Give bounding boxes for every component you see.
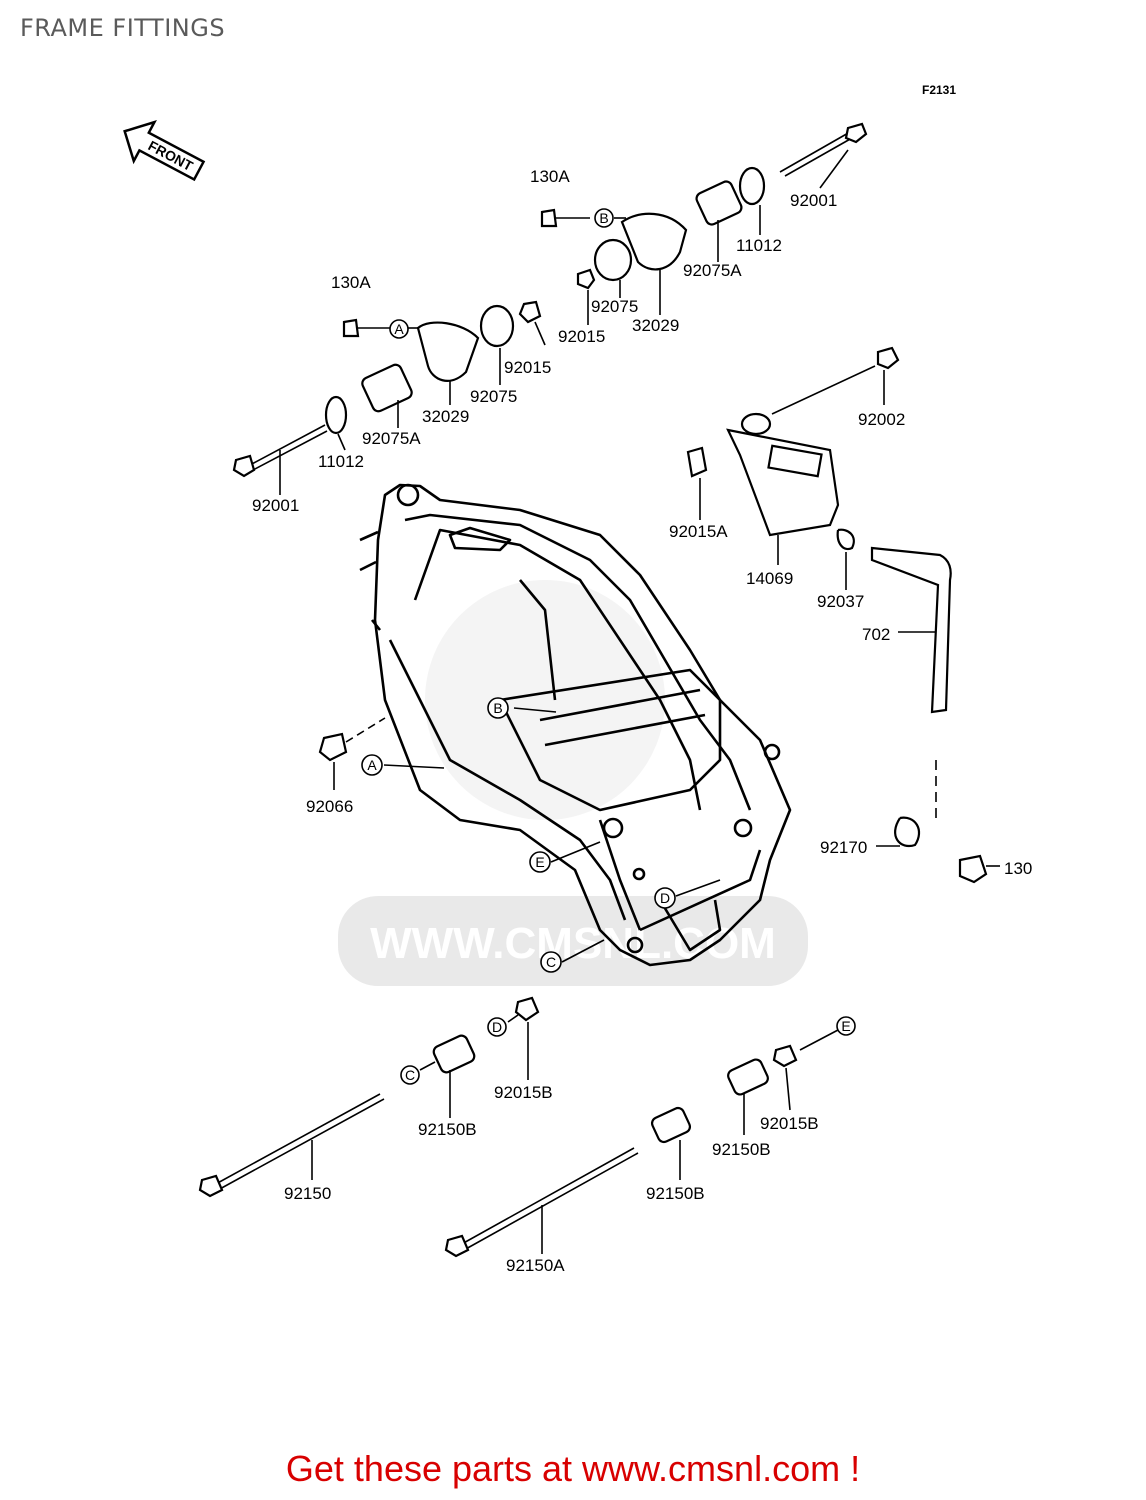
svg-text:E: E [535,854,544,870]
part-label: 92150B [646,1184,705,1203]
part-label: 92066 [306,797,353,816]
ref-letter-e-lower: E [836,1016,856,1036]
part-label: 92150B [418,1120,477,1139]
part-label: 92015B [494,1083,553,1102]
collar-92150b-mid [650,1106,692,1144]
lower-mount-bolts [198,996,798,1258]
clamp-92170 [894,816,921,848]
hose-702 [870,546,952,714]
page-title: FRAME FITTINGS [20,14,226,42]
part-labels: 92001 130A 11012 92075A 92075 92015 3202… [252,167,1032,1275]
part-label: 11012 [318,452,364,471]
washer-11012-left [324,395,348,435]
bolt-130a-left [342,318,360,338]
ref-letter-c-frame: C [540,951,562,973]
plug-92066 [318,732,348,762]
nut-92015b-left [514,996,540,1022]
part-label: 92075 [470,387,517,406]
collar-92150b-left [432,1034,476,1074]
part-label: 92002 [858,410,905,429]
svg-text:A: A [394,321,404,337]
part-label: 32029 [422,407,469,426]
tank-14069 [726,428,840,537]
svg-text:D: D [660,890,670,906]
part-label: 130 [1004,859,1032,878]
bracket-32029-top [620,212,688,271]
collar-92150b-right [727,1058,769,1096]
collar-92075a-left [361,363,413,413]
ref-letter-c-lower: C [400,1065,420,1085]
ref-letter-d-lower: D [487,1017,507,1037]
part-label: 92150 [284,1184,331,1203]
damper-92075-left [479,304,515,348]
part-label: 92170 [820,838,867,857]
svg-text:B: B [493,700,502,716]
part-label: 92001 [790,191,837,210]
ref-letter-d-frame: D [654,887,676,909]
svg-text:C: C [546,954,556,970]
watermark-text: WWW.CMSNL.COM [370,919,776,968]
part-label: 92075A [362,429,421,448]
front-arrow-icon: FRONT [123,120,206,182]
part-label: 92015A [669,522,728,541]
ref-letter-a-top: A [389,319,409,339]
svg-text:A: A [367,757,377,773]
clip-92015a [686,446,708,478]
part-label: 130A [530,167,570,186]
watermark: WWW.CMSNL.COM [338,580,808,986]
svg-text:E: E [841,1018,850,1034]
part-label: 92075A [683,261,742,280]
frame-body [359,483,792,967]
part-label: 14069 [746,569,793,588]
bolt-92001-top-head [844,122,868,144]
call-to-action-link[interactable]: Get these parts at www.cmsnl.com ! [285,1448,861,1489]
damper-92075-top [593,238,633,282]
part-label: 92015 [504,358,551,377]
part-label: 32029 [632,316,679,335]
upper-left-mount [232,300,542,478]
clamp-92037 [836,528,855,551]
nut-92015-left [518,300,542,324]
part-label: 92015 [558,327,605,346]
part-label: 92001 [252,496,299,515]
ref-letter-b-frame: B [487,697,509,719]
diagram-code: F2131 [922,83,956,97]
svg-text:C: C [405,1067,415,1083]
upper-right-mount [540,122,868,290]
part-label: 92075 [591,297,638,316]
part-label: 702 [862,625,890,644]
part-label: 92015B [760,1114,819,1133]
part-label: 92150A [506,1256,565,1275]
bolt-92001-left-head [232,454,256,478]
ref-letter-e-frame: E [529,851,551,873]
nut-92015-top [576,268,596,290]
part-label: 11012 [736,236,782,255]
bracket-32029-left [416,321,480,382]
bolt-92150a-head [444,1234,470,1258]
svg-text:B: B [599,210,608,226]
reference-letters: B A B A E D C D C E [361,208,856,1085]
collar-92075a-top [695,180,743,226]
part-label: 92037 [817,592,864,611]
part-label: 130A [331,273,371,292]
bolt-92150-head [198,1174,224,1198]
ref-letter-b-top: B [594,208,614,228]
bolt-130 [958,854,988,884]
svg-text:D: D [492,1019,502,1035]
reservoir-assembly [686,346,988,884]
bolt-92002 [876,346,900,370]
ref-letter-a-frame: A [361,754,383,776]
washer-11012-top [738,166,766,206]
part-label: 92150B [712,1140,771,1159]
leader-lines [279,149,1000,1254]
nut-92015b-right [772,1044,798,1068]
bolt-130a-top [540,208,558,228]
